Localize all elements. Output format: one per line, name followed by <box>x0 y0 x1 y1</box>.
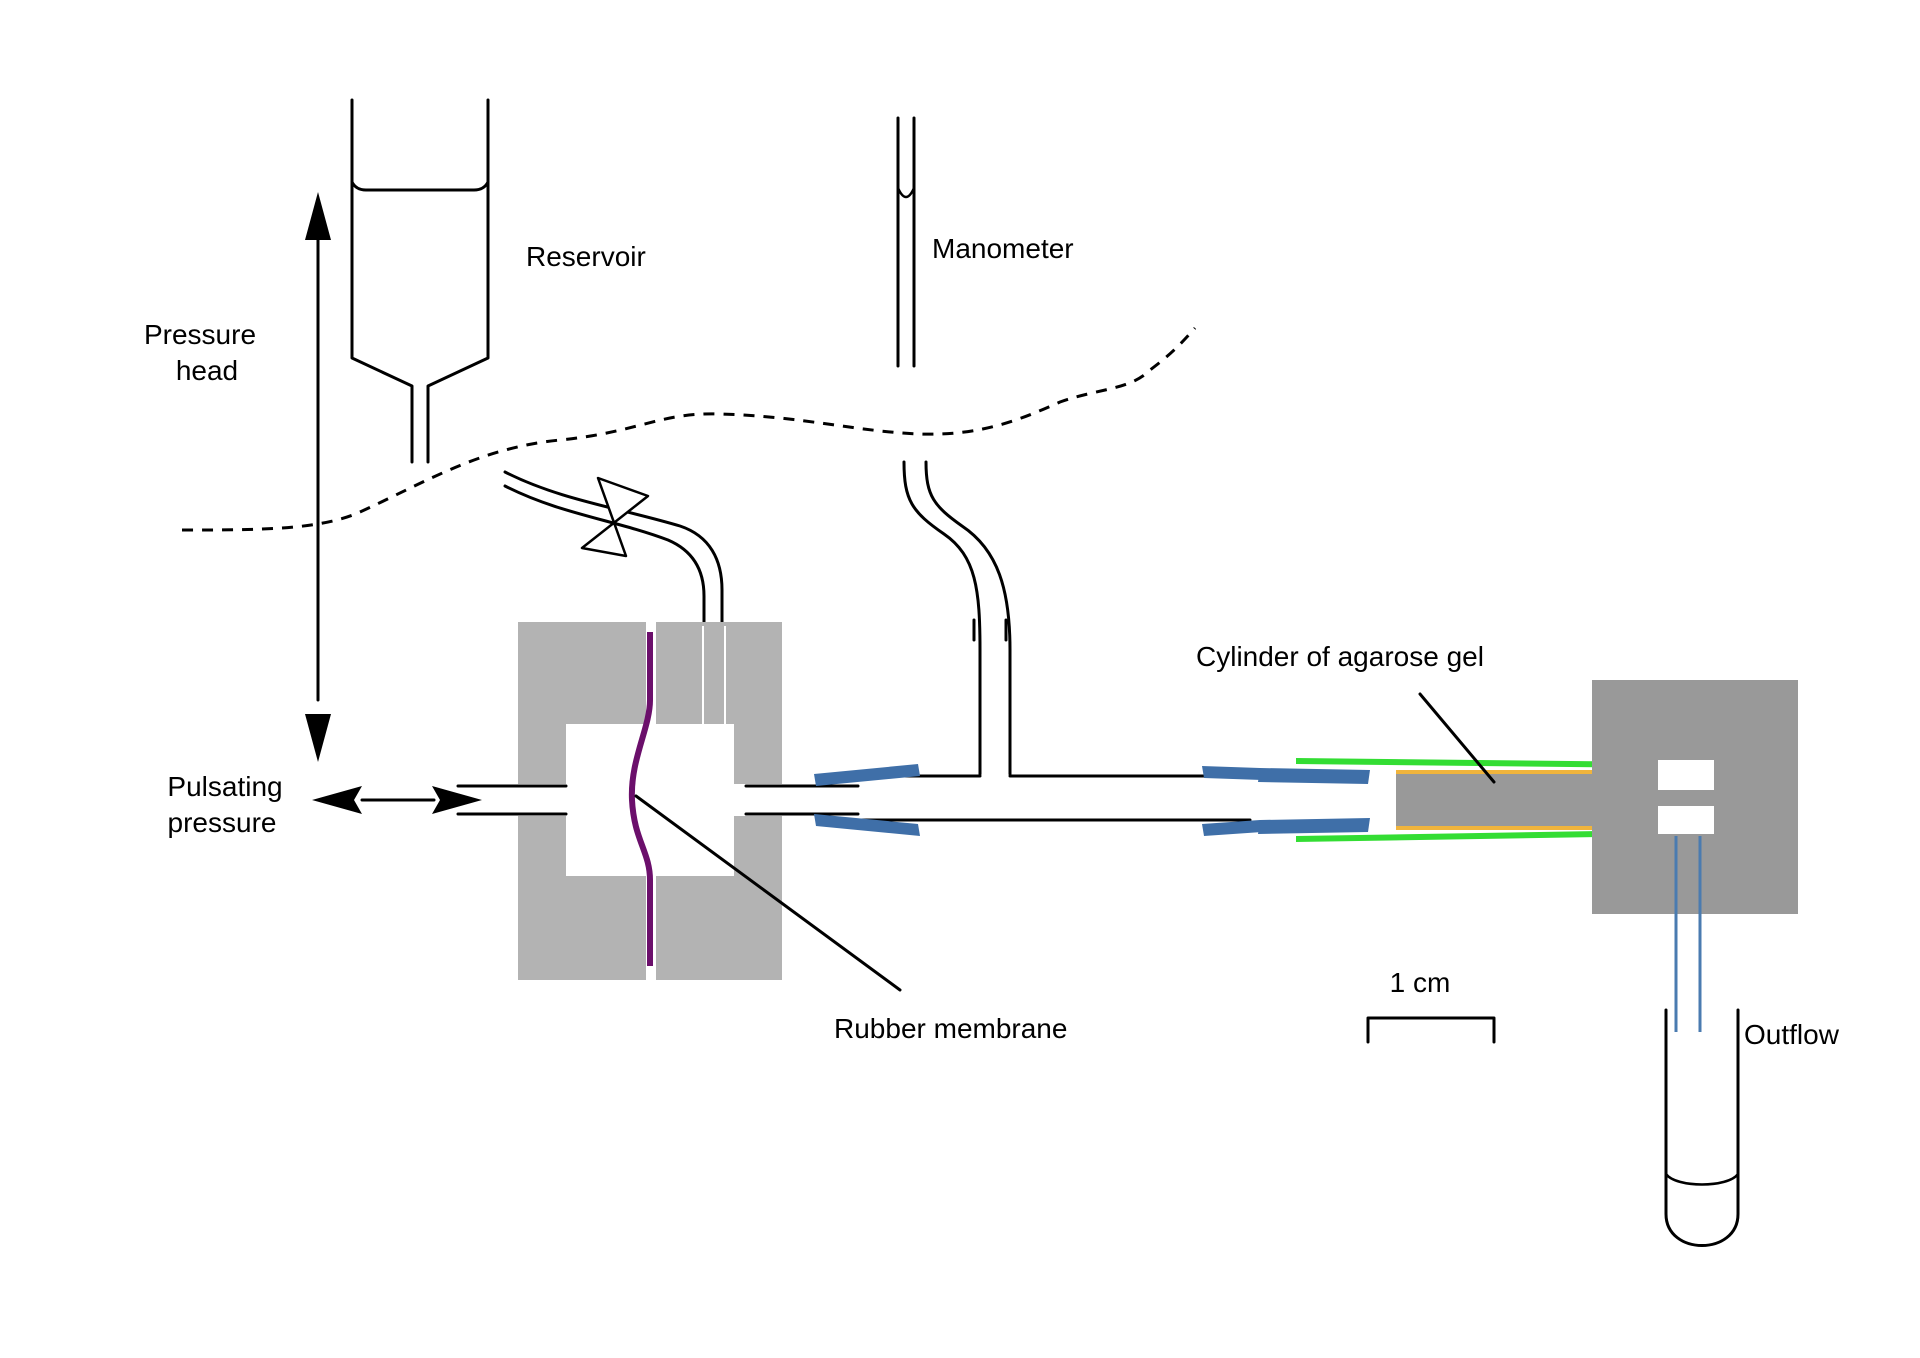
outflow-block <box>1592 680 1798 914</box>
pulsating-pressure-label: Pulsating <box>167 771 282 802</box>
scale-bar <box>1366 1016 1496 1044</box>
manometer-label: Manometer <box>932 233 1074 264</box>
pulsating-inlet-pipe <box>456 784 568 816</box>
rubber-membrane <box>628 632 653 966</box>
cylinder-leader-line <box>1418 692 1496 784</box>
cylinder-label: Cylinder of agarose gel <box>1196 641 1484 672</box>
collection-tube <box>1664 1008 1740 1247</box>
pressure-head-label-2: head <box>176 355 238 386</box>
outflow-label: Outflow <box>1744 1019 1840 1050</box>
reservoir-label: Reservoir <box>526 241 646 272</box>
pulsating-pressure-label-2: pressure <box>168 807 277 838</box>
left-clamps <box>814 764 920 836</box>
membrane-leader-line <box>634 794 902 992</box>
pressure-head-label: Pressure <box>144 319 256 350</box>
water-level-line <box>181 327 1197 532</box>
rubber-membrane-label: Rubber membrane <box>834 1013 1067 1044</box>
manometer-pipe <box>902 460 1012 776</box>
chamber-cavity <box>566 724 734 876</box>
reservoir-vessel <box>350 98 490 464</box>
right-clamps <box>1202 766 1370 836</box>
reservoir-pipe <box>503 470 724 728</box>
pressure-head-arrow <box>305 192 331 762</box>
valve-icon <box>580 476 650 558</box>
manometer-tube <box>896 116 916 368</box>
outflow-tubes <box>1674 836 1702 1032</box>
pulsating-pressure-arrow <box>312 786 482 814</box>
scale-label: 1 cm <box>1390 967 1451 998</box>
